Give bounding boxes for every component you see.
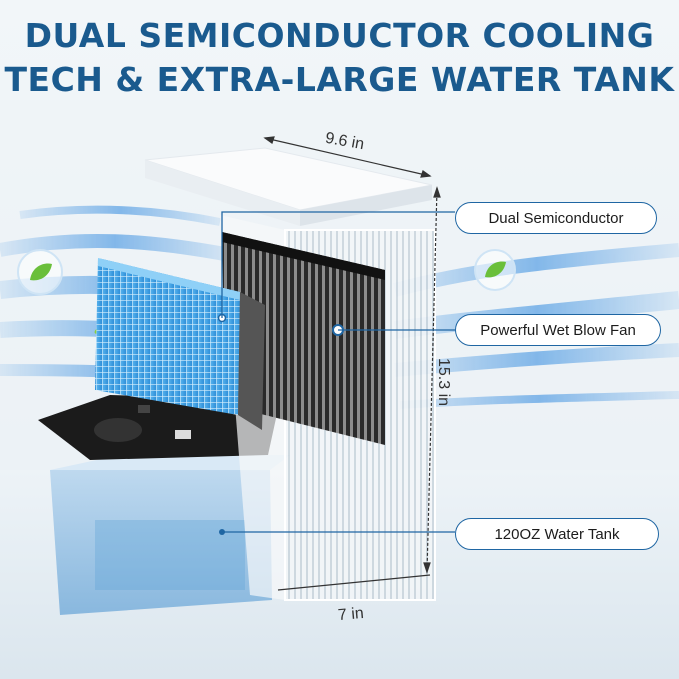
headline-line-2: TECH & EXTRA-LARGE WATER TANK — [4, 60, 675, 99]
leaf-bubble-right-icon — [474, 249, 516, 291]
headline: DUAL SEMICONDUCTOR COOLING TECH & EXTRA-… — [0, 14, 679, 102]
cooler-lid — [144, 147, 433, 226]
callout-water-tank: 120OZ Water Tank — [455, 518, 659, 550]
leaf-bubble-left-icon — [17, 249, 63, 295]
dimension-depth: 7 in — [337, 604, 365, 625]
semiconductor-filter — [95, 258, 265, 430]
water-tank — [50, 455, 290, 615]
dimension-arrows — [263, 136, 441, 591]
callout-wet-blow-fan: Powerful Wet Blow Fan — [455, 314, 661, 346]
headline-line-1: DUAL SEMICONDUCTOR COOLING — [24, 16, 655, 55]
dimension-height: 15.3 in — [435, 358, 452, 407]
callout-leaders — [221, 211, 455, 533]
callout-dual-semiconductor: Dual Semiconductor — [455, 202, 657, 234]
